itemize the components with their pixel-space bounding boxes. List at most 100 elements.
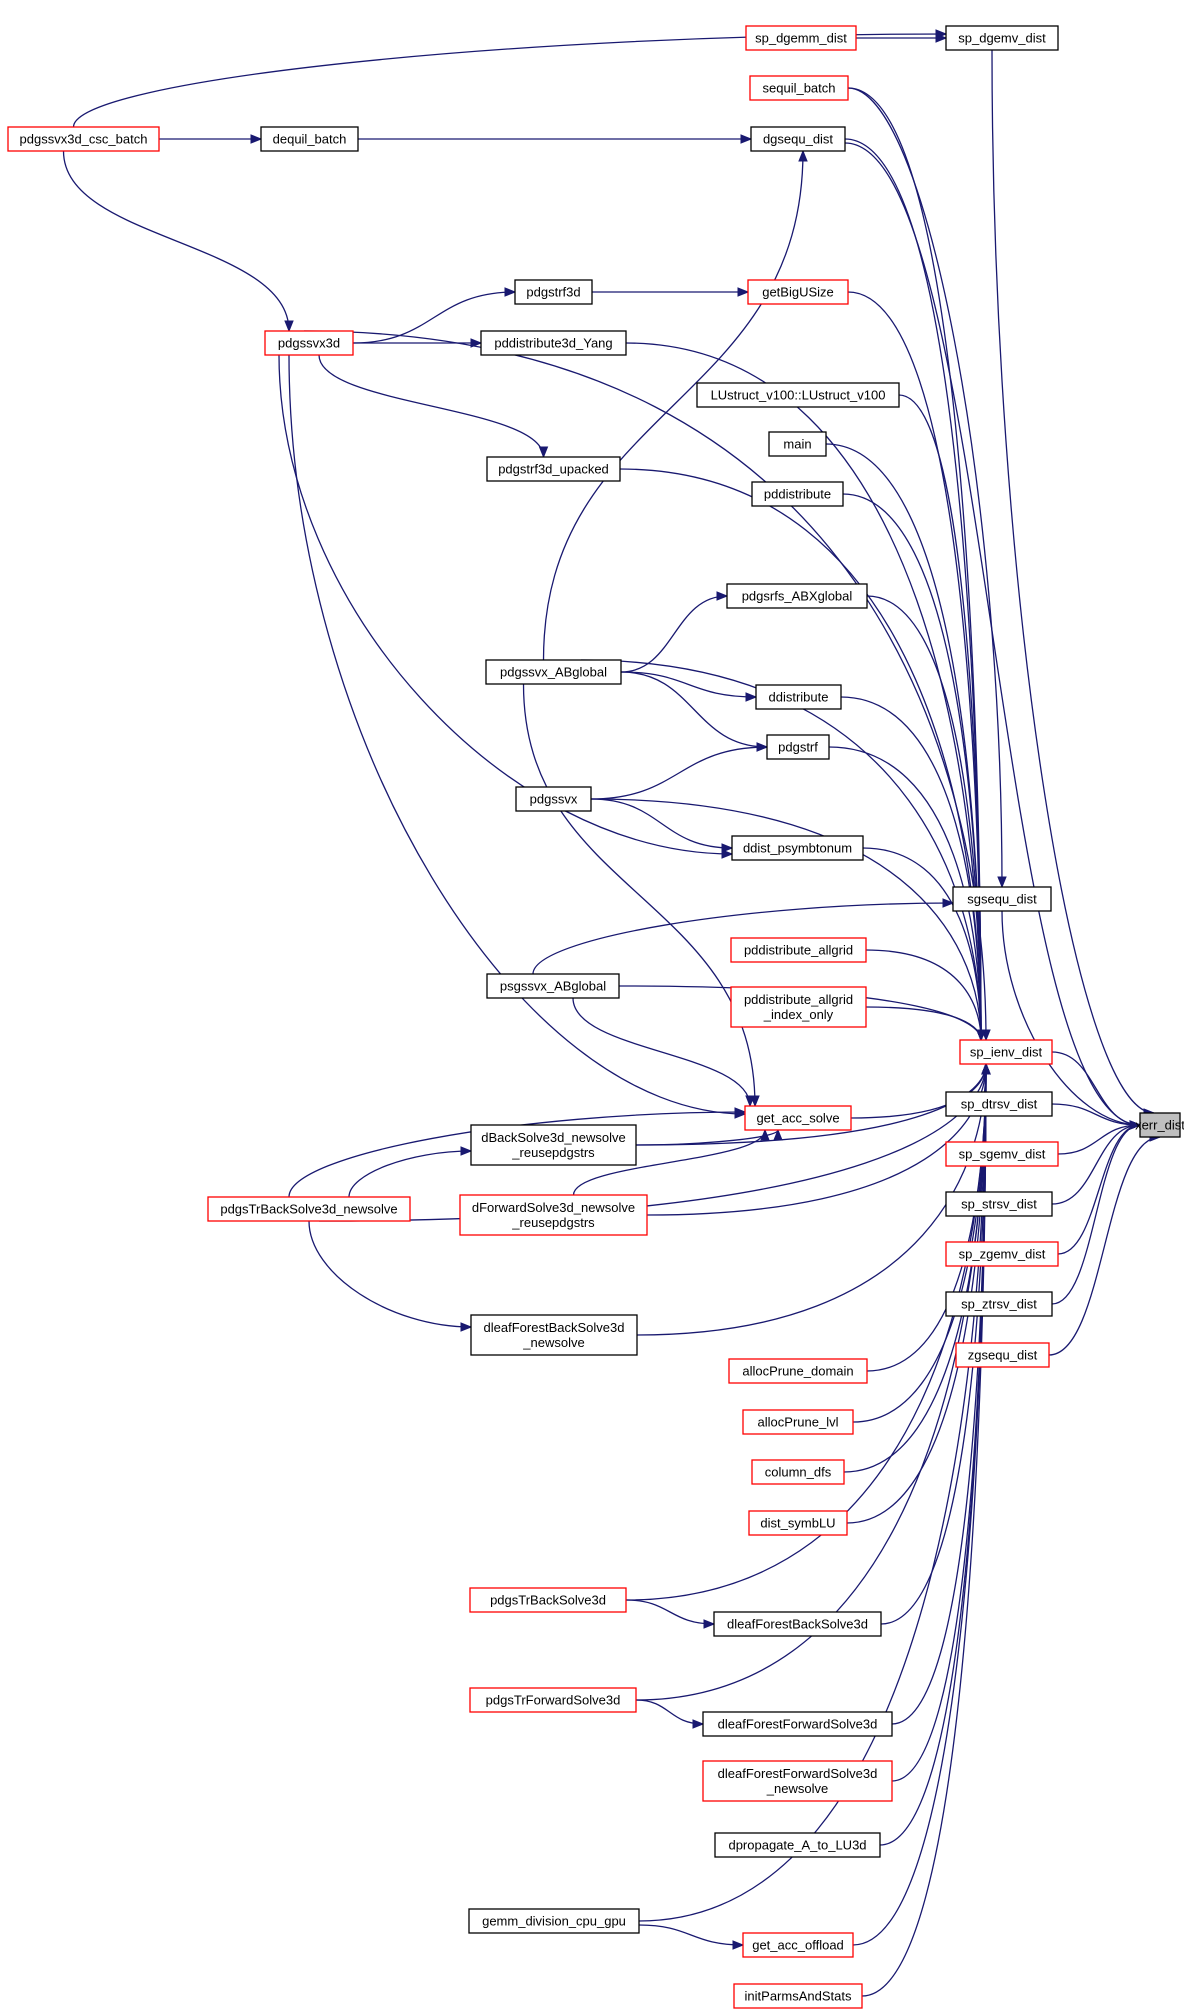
node-dleafforestbacksolve3d-newsolve[interactable]: dleafForestBackSolve3d_newsolve	[470, 1314, 638, 1356]
node-allocprune-lvl[interactable]: allocPrune_lvl	[742, 1409, 854, 1435]
arrowhead-pdgstrbacksolve3d-newsolve-to-dleafforestbacksolve3d-newsolve	[460, 1322, 473, 1332]
node-pdgssvx[interactable]: pdgssvx	[515, 786, 592, 812]
arrowhead-pdgstrforwardsolve3d-to-dleafforestforwardsolve3d	[692, 1719, 705, 1729]
node-dpropagate-a-to-lu3d[interactable]: dpropagate_A_to_LU3d	[714, 1832, 881, 1858]
node-getbigusize[interactable]: getBigUSize	[747, 279, 849, 305]
node-ddistribute[interactable]: ddistribute	[755, 684, 842, 710]
node-label: pddistribute3d_Yang	[494, 336, 612, 351]
arrowhead-pdgssvx3d-to-pddistribute3d-yang	[470, 338, 483, 348]
node-dequil-batch[interactable]: dequil_batch	[260, 126, 359, 152]
node-get-acc-solve[interactable]: get_acc_solve	[744, 1105, 852, 1131]
node-sp-dgemv-dist[interactable]: sp_dgemv_dist	[945, 25, 1059, 51]
node-label: pdgsrfs_ABXglobal	[742, 589, 853, 604]
node-pdgssvx-abglobal[interactable]: pdgssvx_ABglobal	[485, 659, 622, 685]
node-main[interactable]: main	[768, 431, 827, 457]
node-dleafforestbacksolve3d[interactable]: dleafForestBackSolve3d	[713, 1611, 882, 1637]
node-sp-dtrsv-dist[interactable]: sp_dtrsv_dist	[945, 1091, 1053, 1117]
node-sp-ztrsv-dist[interactable]: sp_ztrsv_dist	[945, 1291, 1053, 1317]
node-pdgstrbacksolve3d-newsolve[interactable]: pdgsTrBackSolve3d_newsolve	[207, 1196, 411, 1222]
node-box	[945, 1191, 1053, 1217]
edge-pdgssvx-to-sp-ienv-dist	[590, 798, 982, 1041]
node-label: pdgsTrBackSolve3d_newsolve	[220, 1202, 397, 1217]
node-box	[751, 1459, 845, 1485]
node-label: _index_only	[763, 1007, 834, 1022]
arrowhead-pdgssvx-to-pdgstrf	[756, 742, 769, 752]
arrowhead-pdgssvx-abglobal-to-pdgsrfs-abxglobal	[716, 591, 729, 601]
node-label: sp_ztrsv_dist	[961, 1297, 1037, 1312]
node-label: _reusepdgstrs	[511, 1145, 595, 1160]
edge-ddist-psymbtonum-to-sp-ienv-dist	[862, 847, 982, 1041]
node-initparmsandstats[interactable]: initParmsAndStats	[733, 1983, 863, 2009]
node-label: dleafForestBackSolve3d	[484, 1320, 625, 1335]
node-get-acc-offload[interactable]: get_acc_offload	[742, 1932, 854, 1958]
node-pdgssvx3d[interactable]: pdgssvx3d	[264, 330, 354, 356]
node-sp-dgemm-dist[interactable]: sp_dgemm_dist	[745, 25, 857, 51]
node-box	[702, 1711, 893, 1737]
node-label: getBigUSize	[762, 285, 834, 300]
node-pdgsrfs-abxglobal[interactable]: pdgsrfs_ABXglobal	[726, 583, 868, 609]
edge-pdgssvx-abglobal-to-dgsequ-dist	[542, 150, 804, 661]
node-sequil-batch[interactable]: sequil_batch	[749, 75, 849, 101]
node-box	[733, 1983, 863, 2009]
node-dleafforestforwardsolve3d[interactable]: dleafForestForwardSolve3d	[702, 1711, 893, 1737]
node-dforwardsolve3d-newsolve-reusepdgstrs[interactable]: dForwardSolve3d_newsolve_reusepdgstrs	[459, 1194, 648, 1236]
arrowhead-gemm-division-cpu-gpu-to-get-acc-offload	[732, 1940, 745, 1950]
node-sp-sgemv-dist[interactable]: sp_sgemv_dist	[945, 1141, 1059, 1167]
edge-zgsequ-dist-to-xerr-dist	[1048, 1136, 1161, 1356]
node-box	[264, 330, 354, 356]
node-box	[514, 279, 593, 305]
node-dbacksolve3d-newsolve-reusepdgstrs[interactable]: dBackSolve3d_newsolve_reusepdgstrs	[470, 1124, 637, 1166]
node-column-dfs[interactable]: column_dfs	[751, 1459, 845, 1485]
node-pdgstrbacksolve3d[interactable]: pdgsTrBackSolve3d	[469, 1587, 627, 1613]
node-dgsequ-dist[interactable]: dgsequ_dist	[750, 126, 846, 152]
node-pdgstrf3d[interactable]: pdgstrf3d	[514, 279, 593, 305]
node-dleafforestforwardsolve3d-newsolve[interactable]: dleafForestForwardSolve3d_newsolve	[702, 1760, 893, 1802]
node-box	[742, 1932, 854, 1958]
node-box	[726, 583, 868, 609]
edge-dleafforestforwardsolve3d-newsolve-to-sp-ienv-dist	[891, 1063, 987, 1782]
node-box	[945, 1241, 1059, 1267]
node-sgsequ-dist[interactable]: sgsequ_dist	[952, 886, 1052, 912]
node-pdgstrf3d-upacked[interactable]: pdgstrf3d_upacked	[486, 456, 621, 482]
node-psgssvx-abglobal[interactable]: psgssvx_ABglobal	[486, 973, 620, 999]
arrowhead-pdgstrbacksolve3d-to-dleafforestbacksolve3d	[703, 1619, 716, 1629]
node-pddistribute-allgrid-index-only[interactable]: pddistribute_allgrid_index_only	[730, 986, 867, 1028]
edge-pddistribute-allgrid-index-only-to-sp-ienv-dist	[865, 1006, 982, 1041]
node-pddistribute[interactable]: pddistribute	[751, 481, 844, 507]
node-label: sp_sgemv_dist	[959, 1147, 1046, 1162]
node-zgsequ-dist[interactable]: zgsequ_dist	[955, 1342, 1050, 1368]
node-label: sp_ienv_dist	[970, 1045, 1043, 1060]
node-gemm-division-cpu-gpu[interactable]: gemm_division_cpu_gpu	[468, 1908, 640, 1934]
node-label: allocPrune_lvl	[758, 1415, 839, 1430]
node-box	[459, 1194, 648, 1236]
node-sp-ienv-dist[interactable]: sp_ienv_dist	[959, 1039, 1053, 1065]
node-box	[7, 126, 160, 152]
node-allocprune-domain[interactable]: allocPrune_domain	[728, 1358, 868, 1384]
node-box	[486, 456, 621, 482]
node-label: dleafForestForwardSolve3d	[718, 1717, 878, 1732]
edge-sequil-batch-to-sgsequ-dist	[847, 87, 1003, 888]
node-box	[1139, 1112, 1181, 1138]
node-pdgstrforwardsolve3d[interactable]: pdgsTrForwardSolve3d	[469, 1687, 637, 1713]
edge-dforwardsolve3d-newsolve-reusepdgstrs-to-get-acc-solve	[572, 1129, 766, 1196]
node-pddistribute3d-yang[interactable]: pddistribute3d_Yang	[480, 330, 627, 356]
node-sp-zgemv-dist[interactable]: sp_zgemv_dist	[945, 1241, 1059, 1267]
edge-pdgstrbacksolve3d-to-dleafforestbacksolve3d	[625, 1599, 715, 1625]
edge-pdgssvx3d-to-pdgstrf3d	[352, 291, 516, 344]
node-xerr-dist[interactable]: xerr_dist	[1135, 1112, 1184, 1138]
node-lustruct-v100[interactable]: LUstruct_v100::LUstruct_v100	[696, 382, 900, 408]
node-sp-strsv-dist[interactable]: sp_strsv_dist	[945, 1191, 1053, 1217]
node-pddistribute-allgrid[interactable]: pddistribute_allgrid	[730, 937, 867, 963]
arrowhead-pdgssvx-to-ddist-psymbtonum	[721, 843, 734, 853]
arrowhead-pdgssvx3d-csc-batch-to-sp-dgemv-dist	[935, 29, 948, 39]
node-label: allocPrune_domain	[742, 1364, 853, 1379]
node-box	[768, 431, 827, 457]
node-ddist-psymbtonum[interactable]: ddist_psymbtonum	[731, 835, 864, 861]
node-dist-symblu[interactable]: dist_symbLU	[748, 1510, 848, 1536]
arrowhead-pdgstrf3d-to-getbigusize	[737, 287, 750, 297]
edge-pddistribute3d-yang-to-sp-ienv-dist	[625, 342, 982, 1041]
node-pdgstrf[interactable]: pdgstrf	[766, 734, 830, 760]
node-pdgssvx3d-csc-batch[interactable]: pdgssvx3d_csc_batch	[7, 126, 160, 152]
node-box	[470, 1124, 637, 1166]
edge-pdgstrbacksolve3d-newsolve-to-dleafforestbacksolve3d-newsolve	[308, 1220, 472, 1328]
